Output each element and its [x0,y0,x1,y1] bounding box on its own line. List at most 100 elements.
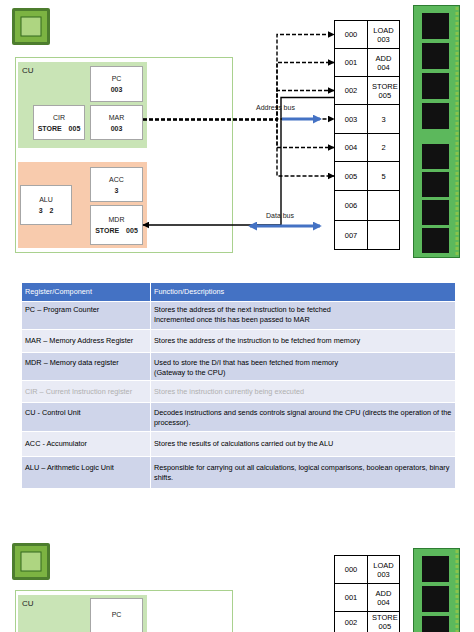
address-line [143,118,334,120]
memory-address: 003 [335,105,368,133]
table-header-cell: Register/Component [25,287,150,297]
memory-address: 006 [335,191,368,220]
address-line [143,91,334,120]
address-bus-arrow [282,118,320,121]
register-box: MAR003 [90,105,143,140]
control-unit-region: CUPC003CIRSTORE 005MAR003 [18,62,147,148]
ram-chip [422,73,449,99]
cpu-chip-icon [12,543,50,580]
memory-content: LOAD 003 [368,21,399,48]
memory-address: 001 [335,584,368,611]
table-header-cell: Function/Descriptions [154,287,452,297]
table-cell: PC – Program Counter [25,305,150,315]
chip-pins [15,546,47,577]
chip-core [21,17,41,36]
memory-content: STORE 005 [368,77,402,104]
ram-chip [422,200,449,225]
ram-stick [414,6,460,258]
memory-address: 004 [335,134,368,161]
ram-chip [422,43,449,69]
ram-contacts [456,550,459,632]
ram-board [414,6,460,258]
table-row [22,457,455,488]
table-divider [150,283,151,488]
register-box: ACC3 [90,167,143,202]
memory-cell: 007 [334,220,400,250]
table-cell: ACC - Accumulator [25,439,150,449]
table-cell: Responsible for carrying out all calcula… [154,463,452,482]
register-value: 003 [111,125,123,132]
register-name: CIR [53,114,65,121]
memory-content-empty [368,191,399,220]
memory-address: 001 [335,49,368,76]
table-row [22,302,455,329]
register-box: PC [90,598,143,632]
memory-cell: 002STORE 005 [334,76,400,105]
table-cell: Stores the address of the instruction to… [154,336,452,346]
table-cell: CIR – Current Instruction register [25,387,150,397]
table-cell: MDR – Memory data register [25,358,150,368]
address-line [143,35,334,120]
memory-content: ADD 004 [368,49,399,76]
memory-address: 000 [335,556,368,583]
ram-chip [422,556,449,582]
ram-chip [422,13,449,39]
table-row [22,353,455,380]
table-cell: Stores the results of calculations carri… [154,439,452,449]
table-header [22,283,455,301]
register-value: STORE 005 [95,227,138,234]
register-table-background [22,283,455,488]
ram-chip [422,616,449,632]
data-bus-arrow [250,225,320,228]
register-box: CIRSTORE 005 [33,105,85,140]
table-cell: Decodes instructions and sends controls … [154,408,452,427]
memory-address: 000 [335,21,368,48]
memory-cell: 000LOAD 003 [334,20,400,49]
cpu-outline [16,58,233,253]
data-line [143,98,334,226]
register-box: ALU3 2 [20,185,72,225]
table-row [22,381,455,402]
cpu-outline [16,591,233,632]
register-value: 3 [115,187,119,194]
memory-content: 2 [368,134,399,161]
memory-cell: 000LOAD 003 [334,555,400,584]
memory-cell: 001ADD 004 [334,48,400,77]
memory-content: ADD 004 [368,584,399,611]
table-row [22,330,455,352]
memory-address: 007 [335,221,368,249]
address-line [143,120,334,177]
chip-pins [15,11,47,42]
control-unit-region: CU PC [18,595,147,632]
table-cell: Stores the address of the next instructi… [154,305,452,315]
ram-stick [414,549,460,632]
memory-cell: 002STORE 005 [334,611,400,632]
table-row [22,403,455,431]
chip-body [12,543,50,580]
ram-chip [422,172,449,197]
table-cell: CU - Control Unit [25,408,150,418]
region-label: CU [22,599,34,608]
memory-content: 3 [368,105,399,133]
region-label: CU [22,66,34,75]
cpu-chip-icon [12,8,50,45]
memory-cell: 0042 [334,133,400,162]
ram-chip [422,228,449,253]
register-value: 003 [111,86,123,93]
memory-content-empty [368,221,399,249]
bus-label: Address bus [256,104,295,111]
address-line [143,63,334,120]
memory-content: 5 [368,162,399,190]
memory-cell: 0033 [334,104,400,134]
address-line [143,120,334,148]
memory-content: STORE 005 [368,612,402,632]
register-name: ALU [39,196,53,203]
ram-chip [422,103,449,129]
alu-region [18,162,147,248]
bus-label: Data bus [266,212,294,219]
table-cell: Incremented once this has been passed to… [154,315,452,325]
memory-address: 002 [335,612,368,632]
table-cell: Stores the instruction currently being e… [154,387,452,397]
chip-body [12,8,50,45]
